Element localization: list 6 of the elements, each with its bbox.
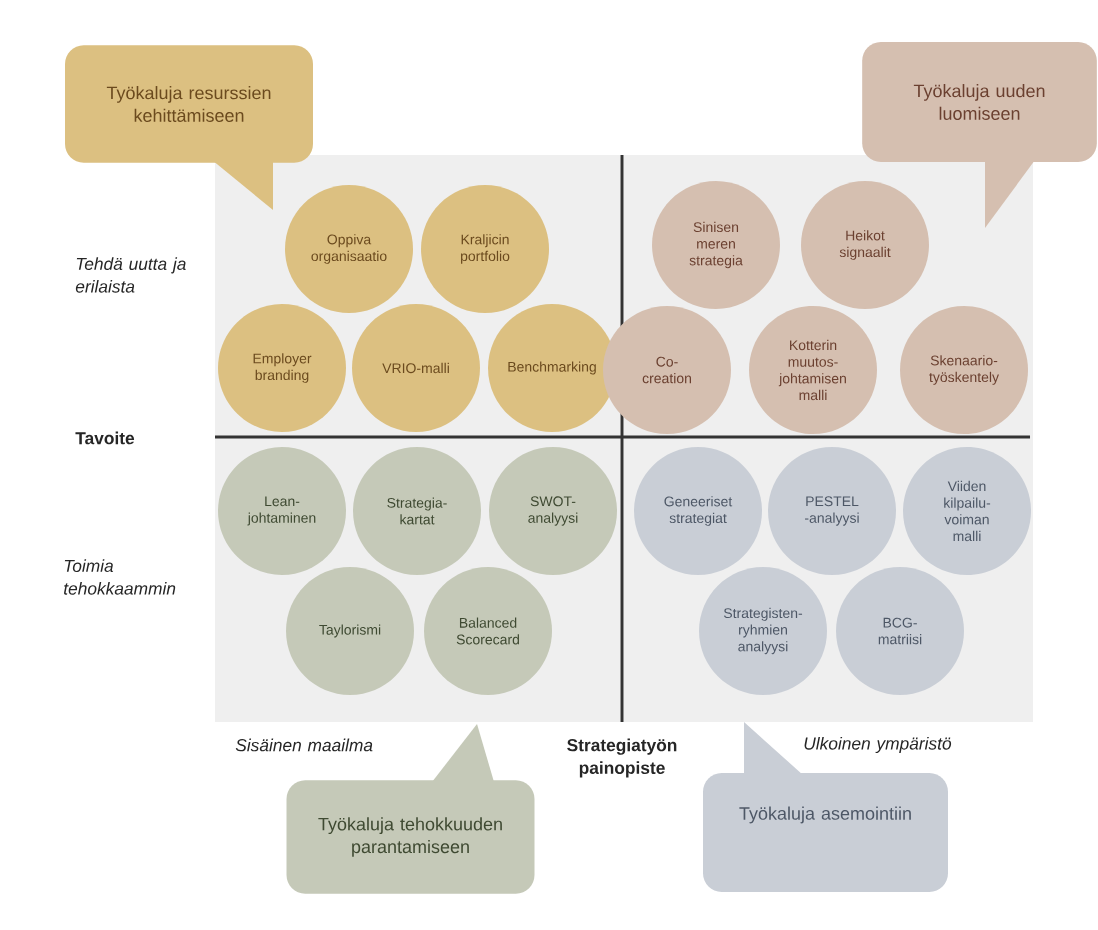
row-label: Toimia tehokkaammin <box>64 559 176 595</box>
axis-label: Strategiatyön painopiste <box>567 738 677 778</box>
speech-bubble: Työkaluja resurssien kehittämiseen <box>65 45 313 210</box>
row-label: Tehdä uutta ja erilaista <box>75 257 186 293</box>
speech-bubble: Työkaluja uuden luomiseen <box>862 42 1097 228</box>
axis-label: Tavoite <box>75 431 135 445</box>
